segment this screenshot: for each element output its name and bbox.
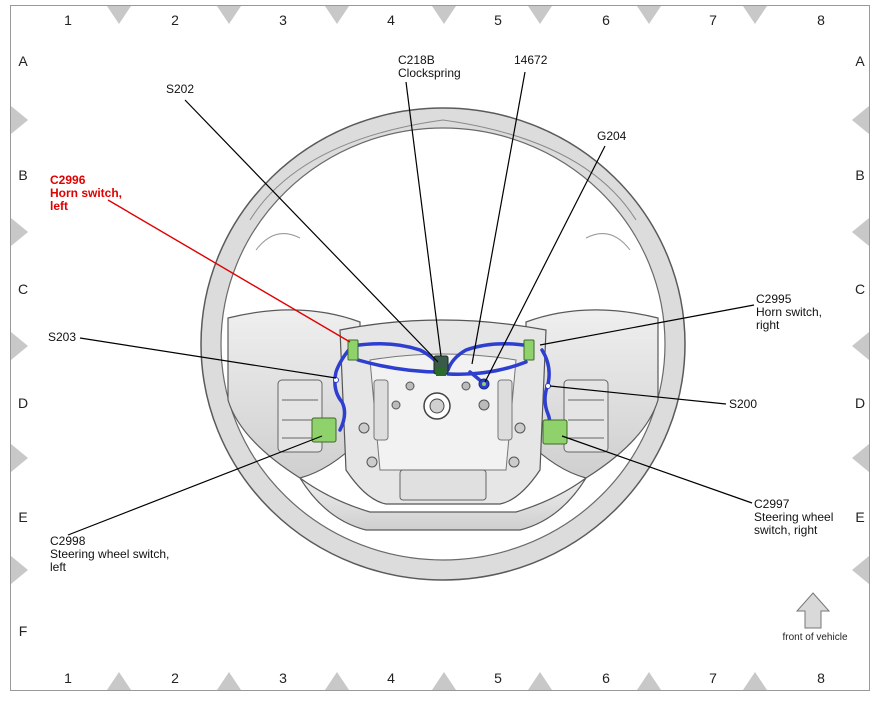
callout-c2995-id: C2995 — [756, 292, 792, 306]
switch-pads — [277, 379, 609, 453]
grid-row-label-right: E — [855, 509, 865, 525]
grid-col-label-top: 3 — [279, 12, 287, 28]
callout-s200-id: S200 — [729, 397, 758, 411]
callout-14672-id: 14672 — [514, 53, 548, 67]
grid-col-label-top: 8 — [817, 12, 825, 28]
callout-c2995: C2995 Horn switch, right — [756, 293, 822, 332]
arrow-up-icon — [795, 592, 831, 629]
grid-col-label-top: 7 — [709, 12, 717, 28]
grid-row-label-right: C — [854, 281, 866, 297]
callout-c2997-desc1: Steering wheel — [754, 510, 834, 524]
callout-c2998: C2998 Steering wheel switch, left — [50, 535, 169, 574]
wheel-hub — [339, 319, 547, 505]
grid-col-label-bottom: 1 — [64, 670, 72, 686]
grid-col-label-top: 1 — [64, 12, 72, 28]
grid-col-label-top: 4 — [387, 12, 395, 28]
callout-c218b: C218B Clockspring — [398, 54, 461, 80]
grid-col-label-bottom: 5 — [494, 670, 502, 686]
grid-markers — [11, 6, 869, 690]
callout-c2995-desc2: right — [756, 318, 780, 332]
grid-row-label-right: B — [855, 167, 865, 183]
grid-col-label-bottom: 8 — [817, 670, 825, 686]
front-of-vehicle-indicator: front of vehicle — [778, 592, 852, 643]
callout-s203: S203 — [48, 331, 76, 344]
grid-col-label-top: 6 — [602, 12, 610, 28]
callout-g204-id: G204 — [597, 129, 627, 143]
grid-col-label-bottom: 7 — [709, 670, 717, 686]
callout-s202: S202 — [166, 83, 194, 96]
grid-row-label-right: A — [855, 53, 865, 69]
grid-col-label-bottom: 4 — [387, 670, 395, 686]
grid-row-label-left: B — [18, 167, 28, 183]
connectors — [311, 339, 568, 445]
highlight-leader-line — [107, 199, 351, 343]
diagram-frame — [10, 5, 870, 691]
grid-row-label-left: E — [18, 509, 28, 525]
callout-14672: 14672 — [514, 54, 547, 67]
callout-c2997: C2997 Steering wheel switch, right — [754, 498, 833, 537]
callout-s200: S200 — [729, 398, 757, 411]
callout-c2998-desc2: left — [50, 560, 67, 574]
callout-c2996-desc2: left — [50, 199, 68, 213]
callout-c218b-desc1: Clockspring — [398, 66, 461, 80]
grid-col-label-bottom: 2 — [171, 670, 179, 686]
grid-col-label-top: 2 — [171, 12, 179, 28]
callout-c2996-id: C2996 — [50, 173, 86, 187]
callout-c2998-desc1: Steering wheel switch, — [50, 547, 170, 561]
grid-row-label-left: C — [17, 281, 29, 297]
grid-row-label-left: D — [17, 395, 29, 411]
grid-col-label-top: 5 — [494, 12, 502, 28]
callout-c218b-id: C218B — [398, 53, 435, 67]
callout-s202-id: S202 — [166, 82, 195, 96]
callout-c2997-desc2: switch, right — [754, 523, 818, 537]
callout-c2996: C2996 Horn switch, left — [50, 174, 122, 213]
callout-g204: G204 — [597, 130, 626, 143]
grid-row-label-left: F — [18, 623, 28, 639]
callout-c2998-id: C2998 — [50, 534, 86, 548]
grid-row-label-left: A — [18, 53, 28, 69]
grid-col-label-bottom: 6 — [602, 670, 610, 686]
leader-lines — [67, 71, 755, 536]
callout-c2996-desc1: Horn switch, — [50, 186, 123, 200]
callout-c2995-desc1: Horn switch, — [756, 305, 823, 319]
grid-row-label-right: D — [854, 395, 866, 411]
callout-c2997-id: C2997 — [754, 497, 790, 511]
grid-col-label-bottom: 3 — [279, 670, 287, 686]
callout-s203-id: S203 — [48, 330, 77, 344]
front-of-vehicle-label: front of vehicle — [782, 632, 848, 643]
